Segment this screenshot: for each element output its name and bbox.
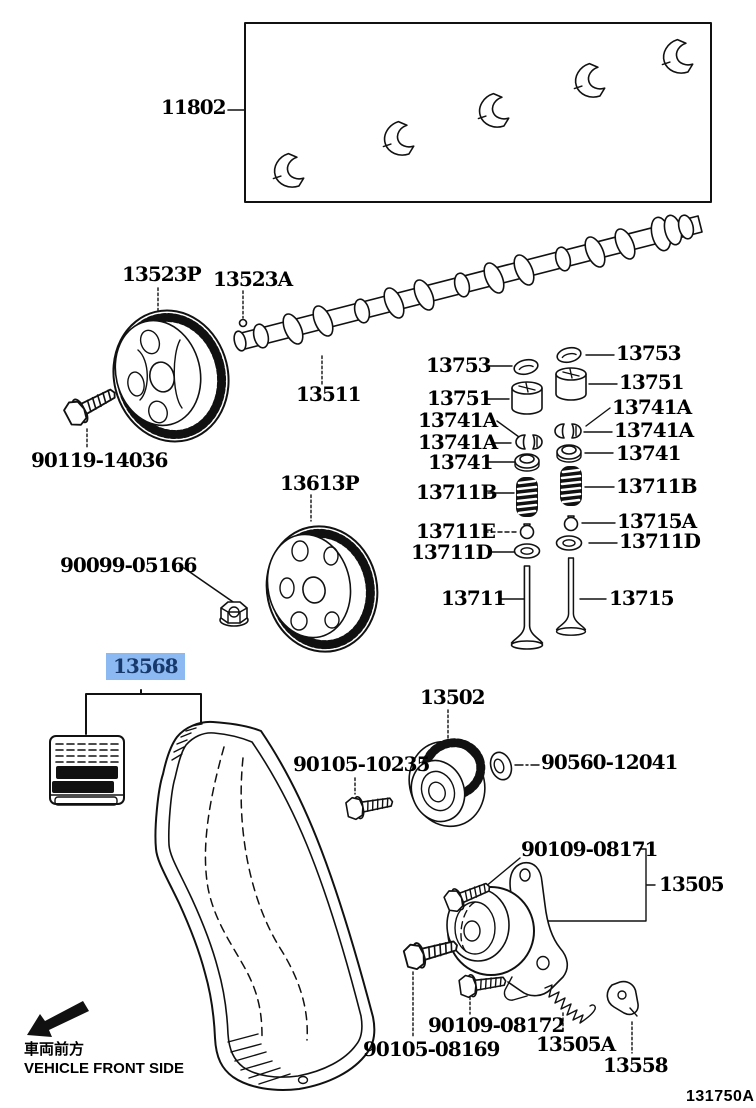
part-label-13741A-right-2[interactable]: 13741A xyxy=(614,418,694,442)
front-direction-arrow xyxy=(27,1001,89,1037)
part-label-13711B-left[interactable]: 13711B xyxy=(416,480,497,504)
part-label-13741A-left-1[interactable]: 13741A xyxy=(418,408,498,432)
part-label-90109-08171[interactable]: 90109-08171 xyxy=(521,837,658,861)
part-label-13751-right[interactable]: 13751 xyxy=(619,370,685,394)
idler-pulley-drawing xyxy=(408,738,486,828)
part-label-13715A[interactable]: 13715A xyxy=(617,509,697,533)
part-label-13741-right[interactable]: 13741 xyxy=(616,441,682,465)
camshaft-pin xyxy=(238,318,248,328)
front-note-english: VEHICLE FRONT SIDE xyxy=(24,1060,185,1077)
part-label-13741-left[interactable]: 13741 xyxy=(428,450,494,474)
part-label-90105-10235[interactable]: 90105-10235 xyxy=(293,752,430,776)
part-label-13502[interactable]: 13502 xyxy=(420,685,486,709)
part-label-13753-right[interactable]: 13753 xyxy=(616,341,682,365)
timing-belt-drawing xyxy=(154,720,376,1091)
idler-bolt-drawing xyxy=(344,790,396,822)
pulley-bolt-drawing xyxy=(60,380,122,430)
part-label-13711D-right[interactable]: 13711D xyxy=(619,529,701,553)
part-label-13568-highlighted[interactable]: 13568 xyxy=(106,653,185,680)
tensioner-drawing xyxy=(446,861,569,1001)
camshaft-bearing-shells xyxy=(266,36,696,194)
camshaft-timing-pulley-drawing xyxy=(112,309,230,443)
part-label-90099-05166[interactable]: 90099-05166 xyxy=(60,553,197,577)
spring-bracket-drawing xyxy=(606,980,639,1017)
part-label-13511[interactable]: 13511 xyxy=(296,382,362,406)
part-label-13741A-right-1[interactable]: 13741A xyxy=(612,395,692,419)
part-label-13751-left[interactable]: 13751 xyxy=(427,386,493,410)
part-label-13613P[interactable]: 13613P xyxy=(280,471,360,495)
part-label-13523A[interactable]: 13523A xyxy=(213,267,293,291)
camshaft-drawing xyxy=(233,214,703,352)
part-label-13505[interactable]: 13505 xyxy=(659,872,725,896)
part-label-13711[interactable]: 13711 xyxy=(441,586,507,610)
part-label-13715[interactable]: 13715 xyxy=(609,586,675,610)
pulley-nut-drawing xyxy=(219,601,249,627)
part-label-13753-left[interactable]: 13753 xyxy=(426,353,492,377)
part-label-90109-08172[interactable]: 90109-08172 xyxy=(428,1013,565,1037)
exhaust-valve-parts xyxy=(554,344,587,636)
part-label-13711D-left[interactable]: 13711D xyxy=(411,540,493,564)
part-label-90560-12041[interactable]: 90560-12041 xyxy=(541,750,678,774)
intake-valve-parts xyxy=(510,356,544,650)
tension-spring-drawing xyxy=(544,984,596,1024)
part-label-13558[interactable]: 13558 xyxy=(603,1053,669,1077)
washer-drawing xyxy=(489,751,513,781)
part-label-90105-08169[interactable]: 90105-08169 xyxy=(363,1037,500,1061)
belt-label-sticker-drawing xyxy=(49,735,125,806)
part-label-90119-14036[interactable]: 90119-14036 xyxy=(31,448,168,472)
bearing-box xyxy=(244,22,712,203)
drawing-code: 131750A xyxy=(686,1088,755,1105)
sub-timing-pulley-drawing xyxy=(265,525,379,653)
part-label-13741A-left-2[interactable]: 13741A xyxy=(418,430,498,454)
part-label-13711B-right[interactable]: 13711B xyxy=(616,474,697,498)
part-label-11802[interactable]: 11802 xyxy=(161,95,227,119)
part-label-13711E[interactable]: 13711E xyxy=(416,519,496,543)
leader-lines xyxy=(85,109,659,1054)
front-note-japanese: 車両前方 xyxy=(24,1041,85,1058)
part-label-13523P[interactable]: 13523P xyxy=(122,262,202,286)
part-label-13505A[interactable]: 13505A xyxy=(536,1032,616,1056)
